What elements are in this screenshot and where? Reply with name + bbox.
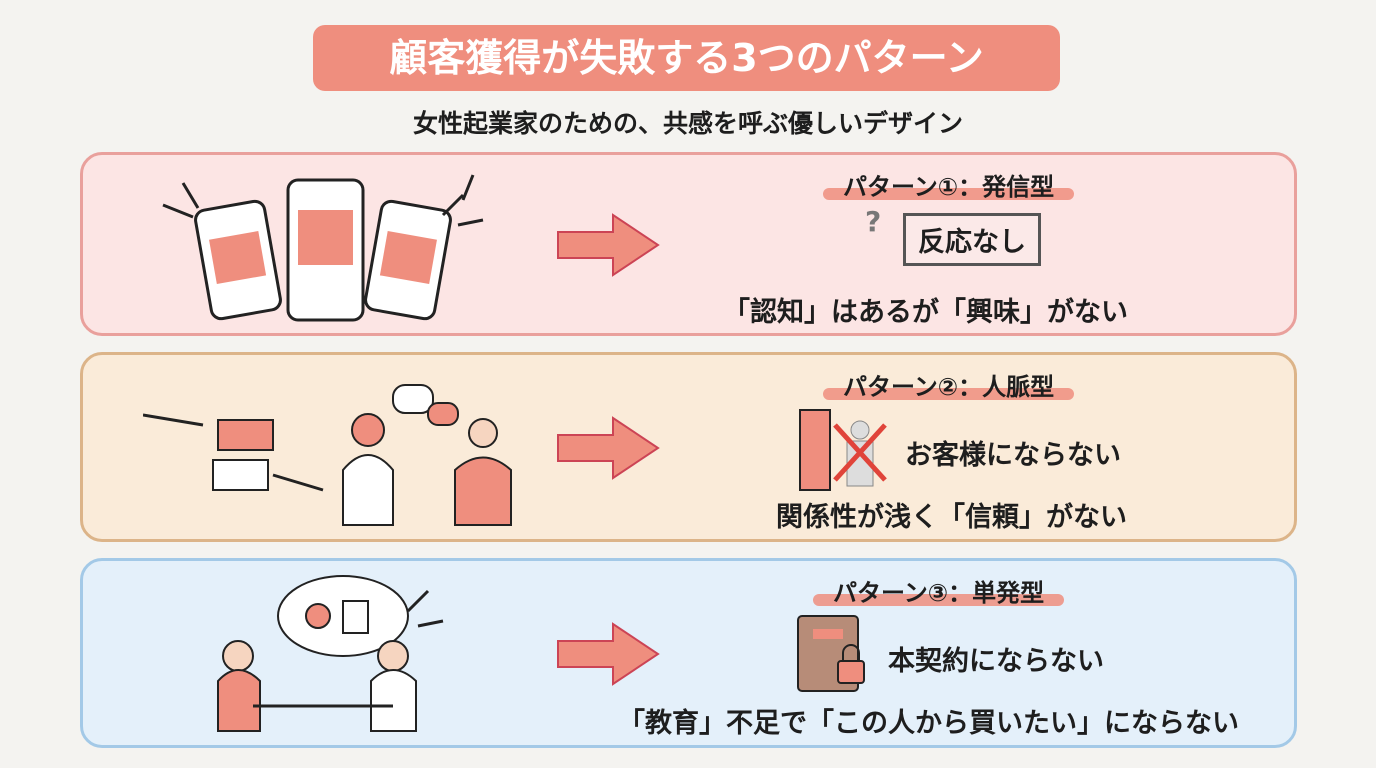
pattern-2-panel: パターン②：人脈型 お客様にならない 関係性が浅く「信頼」がない — [80, 352, 1297, 542]
arrow-icon — [557, 622, 660, 686]
pattern-3-panel: パターン③：単発型 本契約にならない 「教育」不足で「この人から買いたい」になら… — [80, 558, 1297, 748]
locked-book-icon — [797, 615, 865, 692]
arrow-icon — [557, 416, 660, 480]
pattern-reason: 「教育」不足で「この人から買いたい」にならない — [618, 708, 1239, 739]
arrow-icon — [557, 213, 660, 277]
pattern-label: パターン①：発信型 — [823, 167, 1075, 202]
door-cross-icon — [799, 409, 887, 491]
question-mark-icon: ? — [865, 205, 882, 238]
pattern-reason: 関係性が浅く「信頼」がない — [776, 502, 1127, 533]
page-title: 顧客獲得が失敗する3つのパターン — [313, 25, 1060, 91]
pattern-1-panel: パターン①：発信型 ? 反応なし 「認知」はあるが「興味」がない — [80, 152, 1297, 336]
networking-illustration — [143, 384, 512, 526]
pattern-label: パターン②：人脈型 — [823, 367, 1075, 402]
no-response-box: 反応なし — [903, 213, 1041, 266]
pattern-result: 本契約にならない — [888, 646, 1104, 677]
smartphones-illustration — [162, 174, 484, 322]
consultation-illustration — [217, 575, 444, 732]
subtitle: 女性起業家のための、共感を呼ぶ優しいデザイン — [412, 109, 963, 138]
pattern-label: パターン③：単発型 — [813, 573, 1065, 608]
pattern-reason: 「認知」はあるが「興味」がない — [723, 297, 1128, 328]
pattern-result: お客様にならない — [905, 440, 1121, 471]
